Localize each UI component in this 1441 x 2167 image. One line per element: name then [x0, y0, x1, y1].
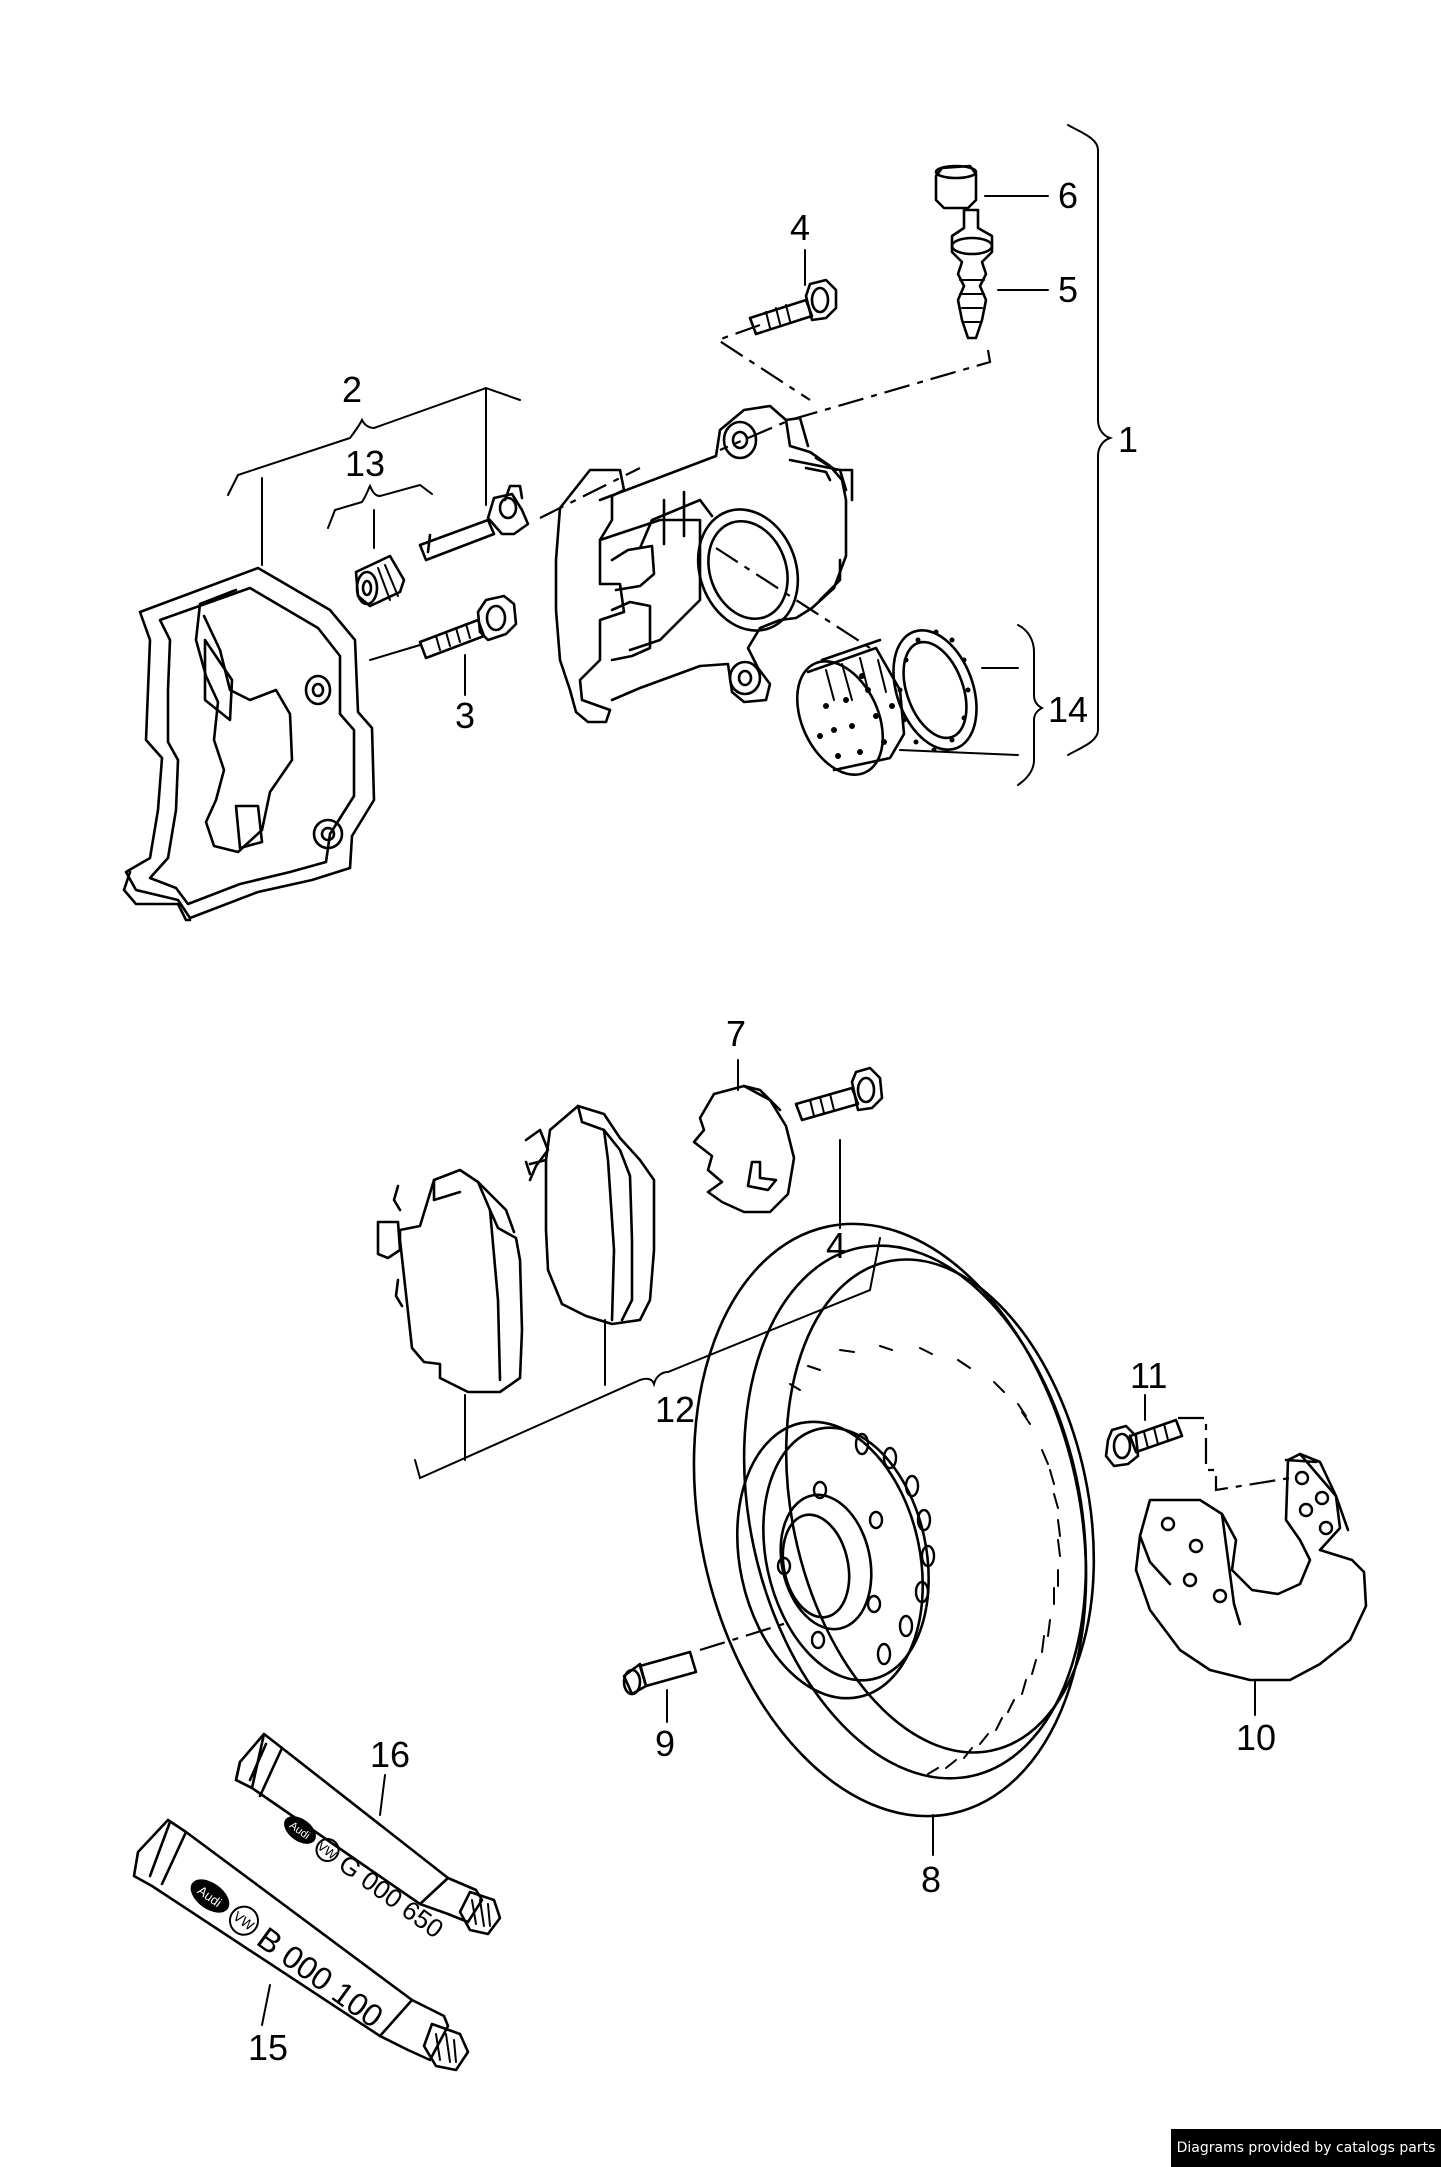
bolt-4-top: [748, 278, 838, 336]
vw-logo-icon: [315, 1837, 340, 1862]
piston: [795, 638, 906, 777]
bolt-4-bottom: [794, 1066, 884, 1122]
leader-15: [261, 1984, 271, 2026]
bracket-2: [227, 386, 521, 496]
bracket-13: [327, 483, 433, 529]
callout-8: 8: [921, 1859, 941, 1900]
callout-9: 9: [655, 1723, 675, 1764]
callout-1: 1: [1118, 419, 1138, 460]
callout-13: 13: [345, 443, 385, 484]
leader-16: [379, 1774, 386, 1816]
piston-seal: [892, 629, 978, 753]
splash-shield: [1134, 1452, 1368, 1682]
screw-9: [622, 1650, 698, 1696]
disc-cooling-slots: [854, 1432, 936, 1666]
callout-labels: 1 2 3 4 4 5 6 7 8 9 10 11 12 13 14 15 16: [248, 175, 1276, 2068]
bracket-12: [414, 1237, 881, 1480]
bleeder-valve: [950, 208, 994, 340]
assembly-line-guide: [539, 467, 641, 519]
leader-3-h: [369, 644, 421, 661]
dust-cap: [934, 164, 978, 210]
callout-6: 6: [1058, 175, 1078, 216]
guide-pin-assembly: [354, 484, 530, 608]
assembly-line-shield: [1178, 1416, 1291, 1492]
tube-paste: Audi VW B 000 100: [132, 1818, 470, 2072]
assembly-line-bolt4: [715, 323, 811, 401]
brake-pad-inner: [524, 1104, 656, 1326]
paste-audi-badge: [190, 1879, 230, 1913]
brake-pad-outer: [376, 1168, 524, 1394]
caliper-carrier: [122, 566, 376, 922]
callout-3: 3: [455, 695, 475, 736]
leader-14-b: [899, 749, 1019, 756]
bracket-1: [1067, 124, 1114, 756]
assembly-line-bleeder: [719, 349, 992, 452]
callout-4-top: 4: [790, 207, 810, 248]
callout-7: 7: [726, 1013, 746, 1054]
callout-4-bottom: 4: [826, 1225, 846, 1266]
callout-5: 5: [1058, 269, 1078, 310]
grease-code-text: G 000 650: [333, 1848, 449, 1944]
paste-code-text: B 000 100: [251, 1920, 390, 2035]
disc-vent-ribs: [789, 1345, 1061, 1775]
callout-15: 15: [248, 2027, 288, 2068]
callout-11: 11: [1130, 1355, 1167, 1396]
assembly-line-disc: [699, 1620, 791, 1652]
vw-logo-icon-2: [228, 1905, 259, 1936]
assembly-line-piston: [715, 547, 871, 649]
callout-14: 14: [1048, 689, 1088, 730]
credit-banner: Diagrams provided by catalogs parts: [1171, 2129, 1441, 2167]
tube-grease: Audi VW G 000 650: [234, 1732, 502, 1944]
caliper-housing: [554, 404, 854, 724]
bolt-3: [418, 594, 518, 660]
anti-rattle-plate: [692, 1084, 796, 1214]
bolt-11: [1104, 1418, 1184, 1468]
bracket-14: [1017, 624, 1045, 786]
grease-audi-badge: [284, 1816, 316, 1844]
callout-10: 10: [1236, 1717, 1276, 1758]
callout-16: 16: [370, 1734, 410, 1775]
callout-12: 12: [655, 1389, 695, 1430]
callout-2: 2: [342, 369, 362, 410]
brake-disc: [692, 1222, 1096, 1818]
brackets: [227, 124, 1291, 2026]
